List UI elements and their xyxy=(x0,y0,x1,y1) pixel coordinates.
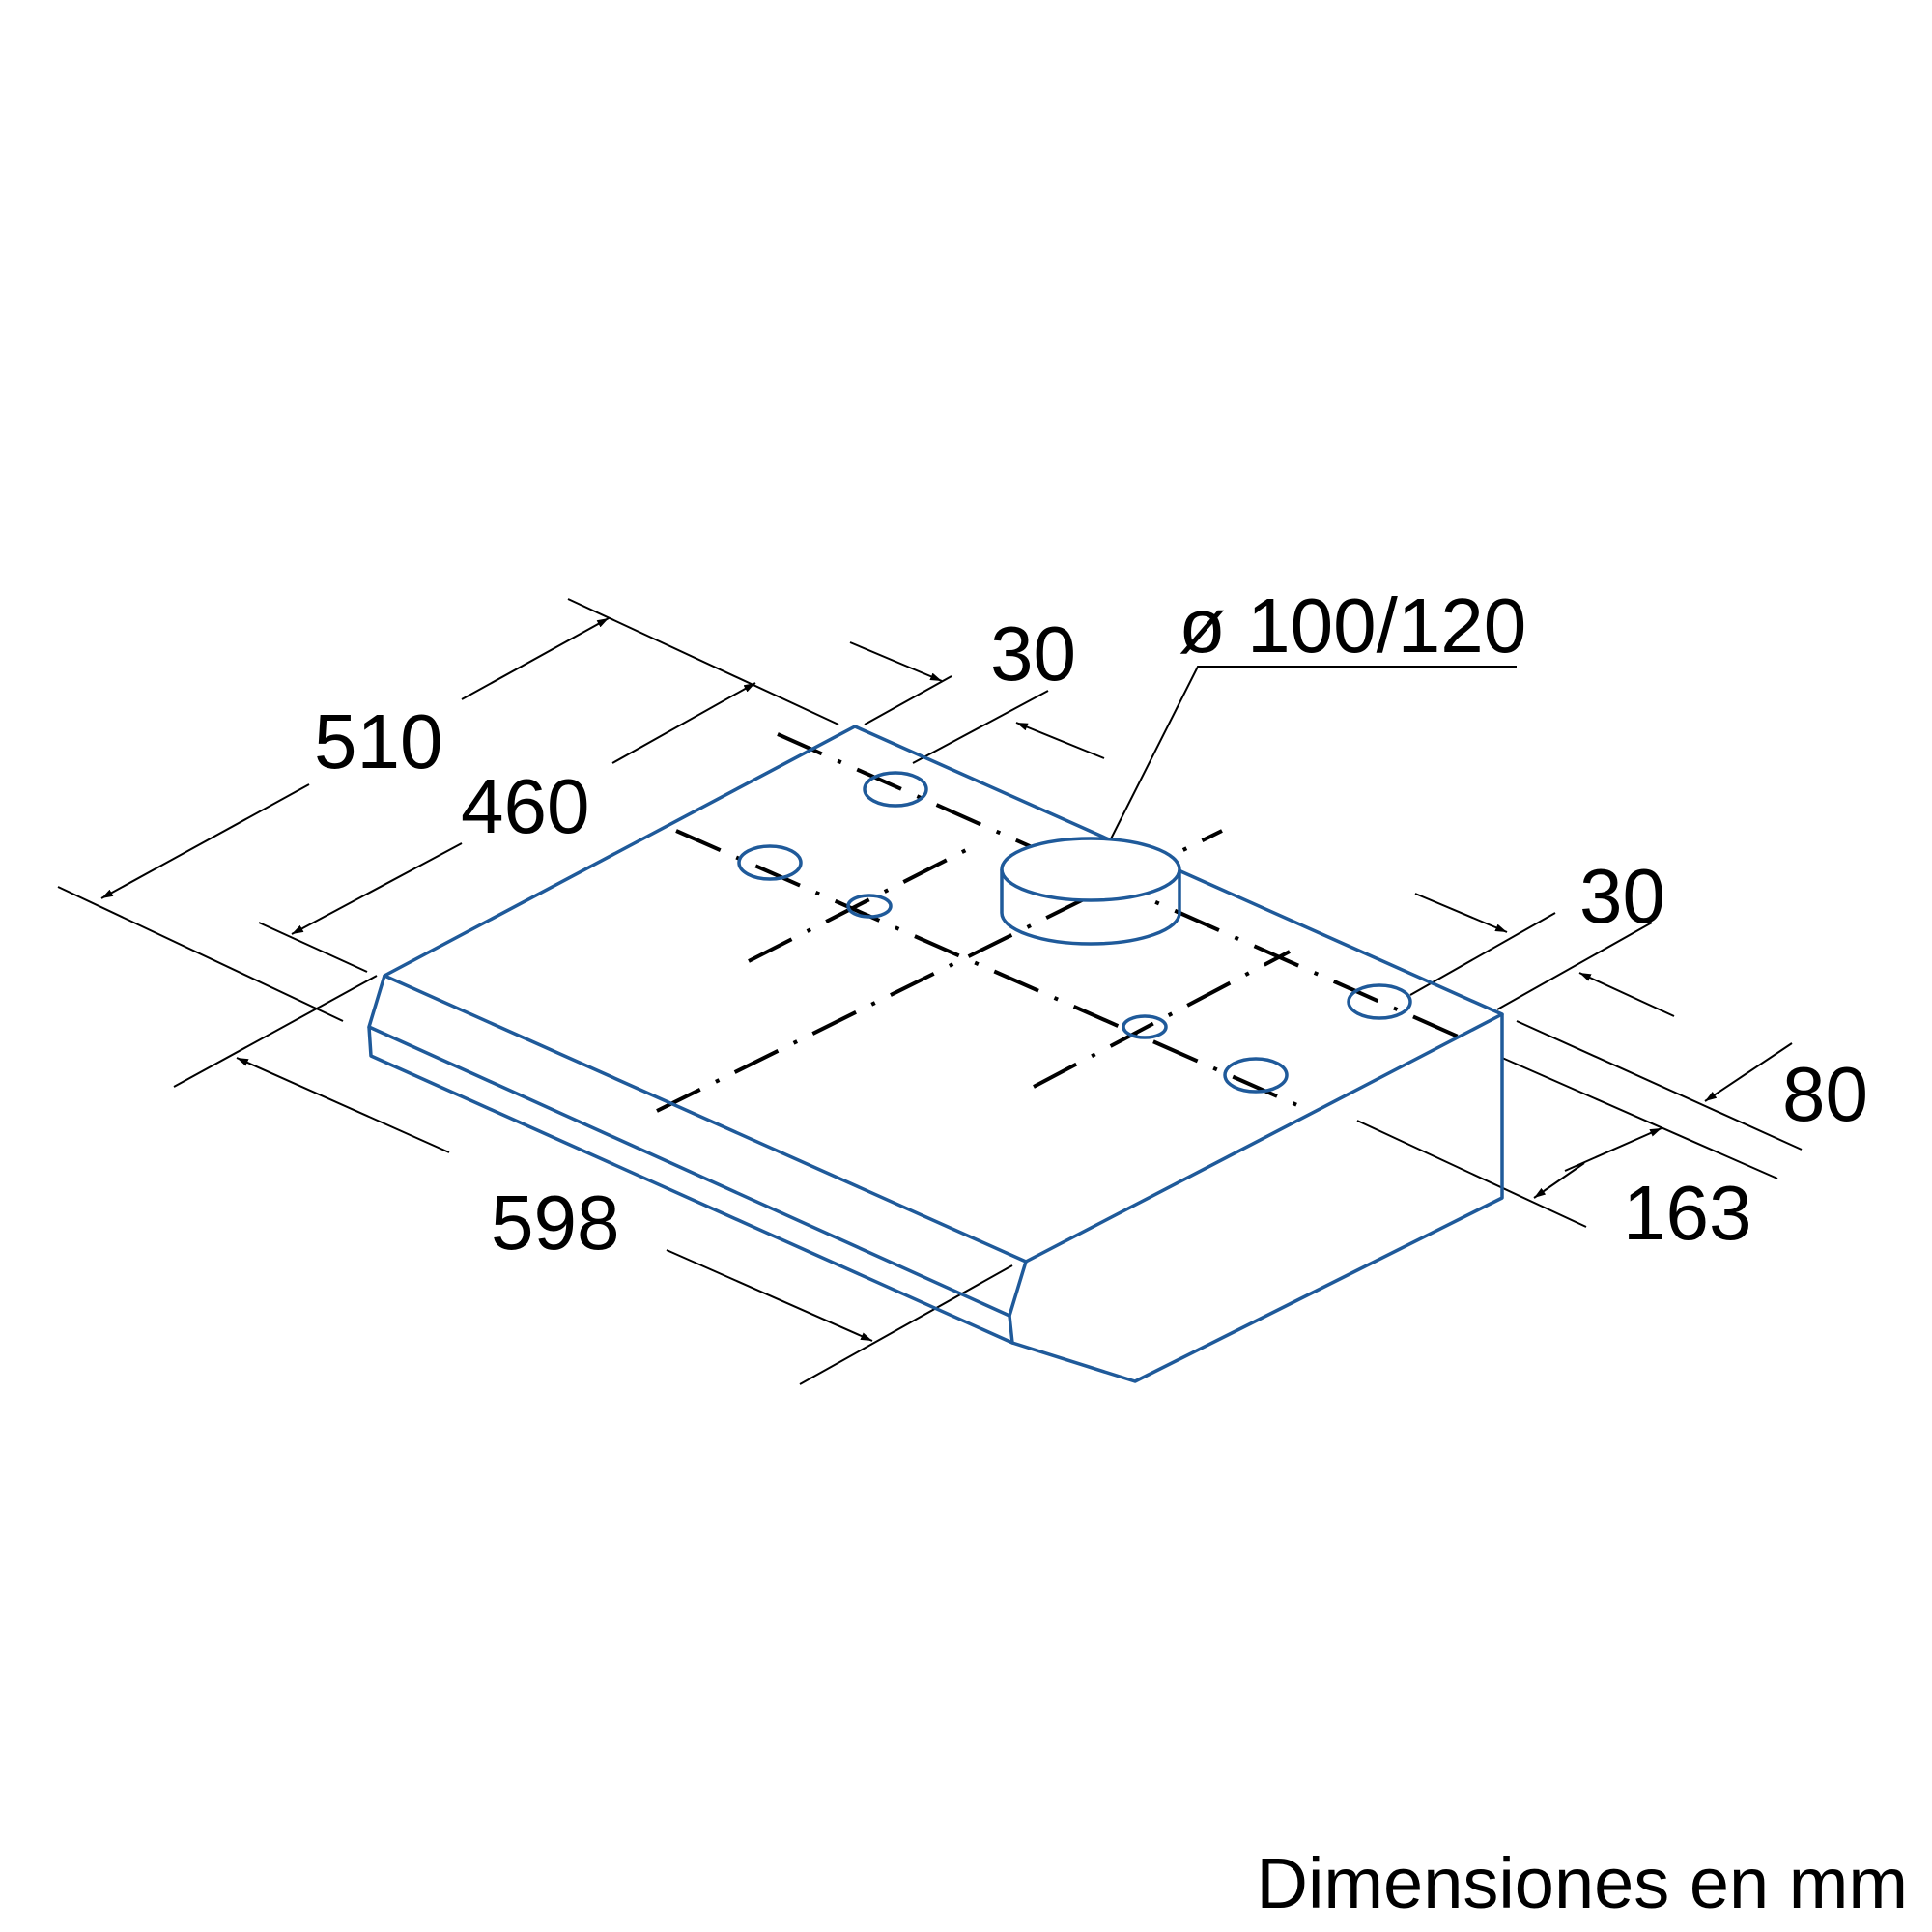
centerline-middle xyxy=(675,829,1300,1108)
hood-front-lip xyxy=(367,975,1028,1318)
center-lines xyxy=(656,732,1474,1113)
hood-right-side xyxy=(1011,1014,1504,1383)
centerline-diagonal-right xyxy=(1033,950,1291,1089)
duct-collar-top xyxy=(1000,837,1181,902)
mounting-hole-back xyxy=(863,771,928,808)
dim-163-arrow xyxy=(1533,1162,1585,1199)
mounting-hole-front xyxy=(1223,1057,1289,1094)
mounting-hole-right xyxy=(1347,983,1412,1020)
mounting-hole-center-right xyxy=(1122,1014,1168,1039)
extension-line-163-bottom xyxy=(1356,1120,1587,1228)
duct-leader-line xyxy=(1091,666,1517,878)
units-caption: Dimensiones en mm xyxy=(1257,1843,1908,1923)
extension-line-back-left xyxy=(567,598,839,725)
dim-510-line-upper xyxy=(461,617,610,700)
dimension-labels: 510 460 30 ø 100/120 30 80 163 598 xyxy=(314,582,1868,1265)
dim-80-arrow xyxy=(1704,1042,1793,1102)
dimension-lines xyxy=(57,598,1803,1385)
extension-line-80-top xyxy=(1516,1020,1803,1151)
dimension-80-label: 80 xyxy=(1782,1051,1868,1137)
dim-30-right-extension-a xyxy=(1409,912,1556,996)
dim-30-top-extension-a xyxy=(864,675,952,725)
hood-outline xyxy=(367,724,1504,1383)
dim-598-line-left xyxy=(236,1057,450,1153)
dim-30-top-arrow-b xyxy=(1015,722,1105,759)
extension-line-front-left xyxy=(57,886,344,1022)
dimension-460-label: 460 xyxy=(461,763,589,849)
duct-diameter-label: ø 100/120 xyxy=(1179,582,1526,668)
mounting-hole-center-left xyxy=(846,894,893,919)
extension-line-598-left xyxy=(173,975,378,1088)
dim-30-top-extension-b xyxy=(912,690,1049,764)
dim-163-line xyxy=(1564,1127,1662,1172)
dimension-30-right-label: 30 xyxy=(1579,853,1665,939)
dim-30-top-arrow-a xyxy=(849,641,943,682)
dimension-510-label: 510 xyxy=(314,698,442,784)
extension-line-front-inner xyxy=(258,922,368,973)
mounting-hole-left xyxy=(737,844,803,881)
extension-line-598-right xyxy=(799,1264,1013,1385)
dim-598-line-right xyxy=(666,1249,873,1342)
dim-460-line-lower xyxy=(291,842,463,935)
duct-collar-side xyxy=(1000,869,1181,946)
dim-460-line-upper xyxy=(611,682,756,764)
dimension-163-label: 163 xyxy=(1623,1170,1751,1256)
dim-30-right-arrow-a xyxy=(1414,893,1508,933)
dim-30-right-extension-b xyxy=(1496,922,1653,1010)
hood-front-bottom xyxy=(367,1026,1014,1345)
dimension-598-label: 598 xyxy=(491,1179,619,1265)
centerline-diagonal-left xyxy=(748,848,967,963)
dim-30-right-arrow-b xyxy=(1578,972,1675,1017)
dim-510-line-lower xyxy=(100,783,310,899)
dimension-30-top-label: 30 xyxy=(990,611,1076,696)
extension-line-80-bottom xyxy=(1501,1057,1778,1179)
